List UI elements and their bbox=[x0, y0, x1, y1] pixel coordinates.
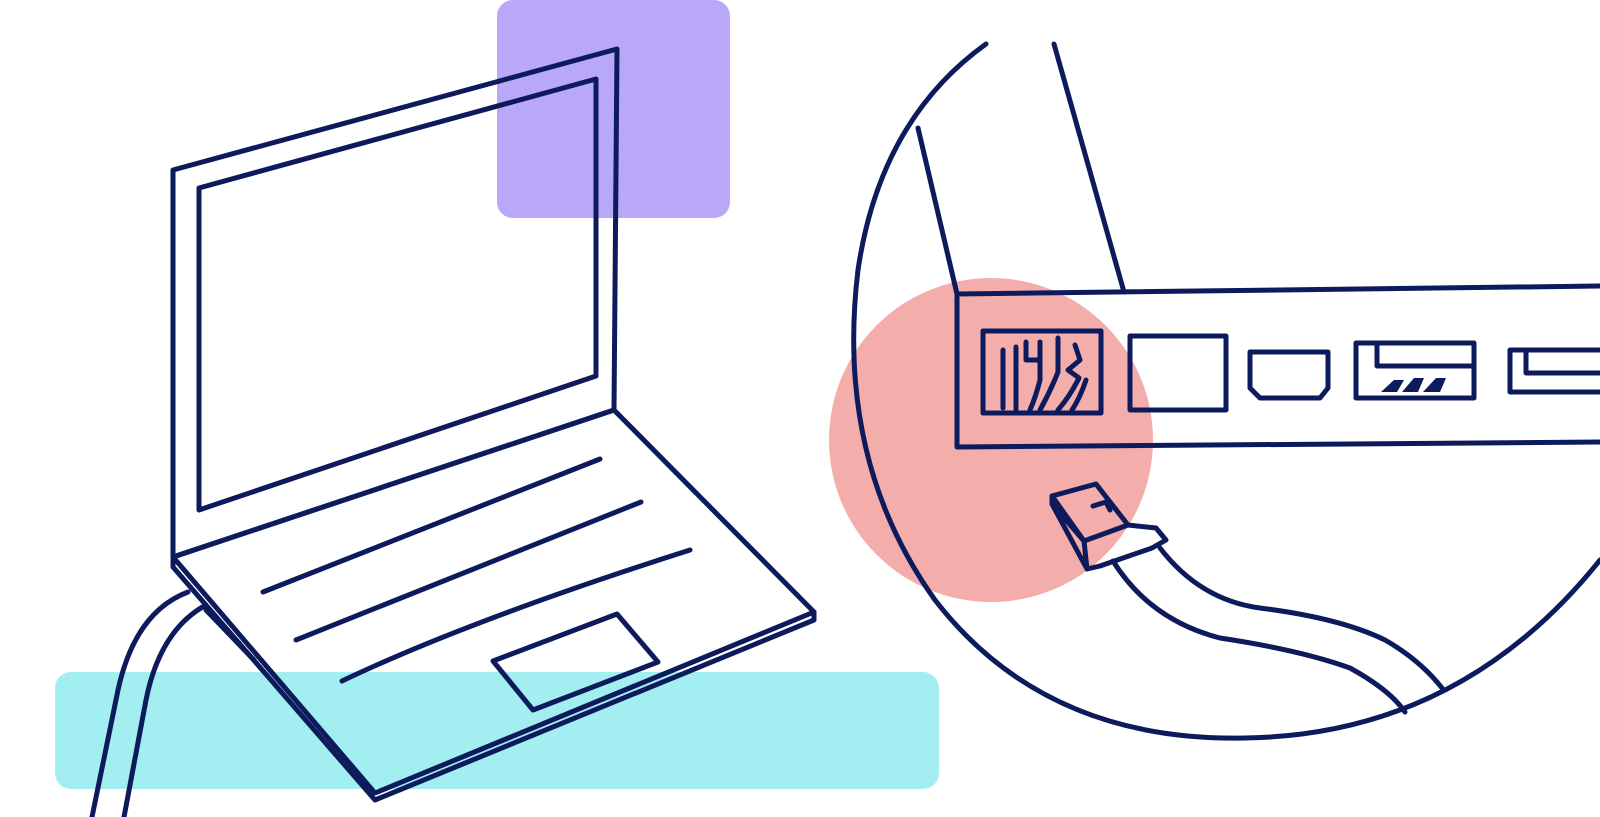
ethernet-port-icon bbox=[980, 328, 1104, 416]
connector-side bbox=[1049, 501, 1090, 572]
teal-block bbox=[55, 672, 939, 789]
purple-block bbox=[497, 0, 730, 218]
connector-body bbox=[1049, 493, 1169, 572]
sd-card-contacts bbox=[1381, 378, 1446, 392]
magnified-screen-edge-right bbox=[1051, 41, 1127, 295]
magnified-screen-edge-left bbox=[915, 125, 960, 297]
hdmi-port-icon bbox=[1247, 349, 1331, 401]
keyboard-row-1 bbox=[260, 456, 603, 595]
port-panel bbox=[954, 283, 1600, 450]
sd-card-slot-icon bbox=[1353, 340, 1477, 401]
connector-cable-outer bbox=[1110, 558, 1408, 715]
laptop-base-edge bbox=[170, 554, 817, 803]
laptop-trackpad bbox=[490, 611, 661, 713]
laptop-side-ports bbox=[203, 607, 257, 663]
partial-port-icon bbox=[1507, 347, 1600, 395]
coral-circle bbox=[829, 278, 1153, 602]
ethernet-port-frame bbox=[980, 328, 1104, 416]
magnifier-outline bbox=[851, 41, 1600, 741]
keyboard-row-2 bbox=[293, 499, 644, 643]
magnified-view-circle bbox=[851, 41, 1600, 741]
sd-slot-inner bbox=[1374, 340, 1477, 369]
ethernet-port-detail bbox=[1000, 335, 1089, 413]
laptop-cable-inner bbox=[121, 602, 209, 817]
connector-cable-inner bbox=[1157, 545, 1445, 691]
ethernet-cable-icon bbox=[89, 589, 209, 817]
sd-slot-frame bbox=[1353, 340, 1477, 401]
rj45-connector-icon bbox=[1049, 481, 1169, 572]
laptop-screen-display bbox=[196, 76, 599, 513]
laptop-cable-outer bbox=[89, 589, 191, 817]
laptop-icon bbox=[170, 46, 817, 803]
keyboard-row-3 bbox=[339, 547, 693, 684]
connector-clip bbox=[1090, 499, 1113, 513]
usb-port-icon bbox=[1127, 333, 1229, 413]
